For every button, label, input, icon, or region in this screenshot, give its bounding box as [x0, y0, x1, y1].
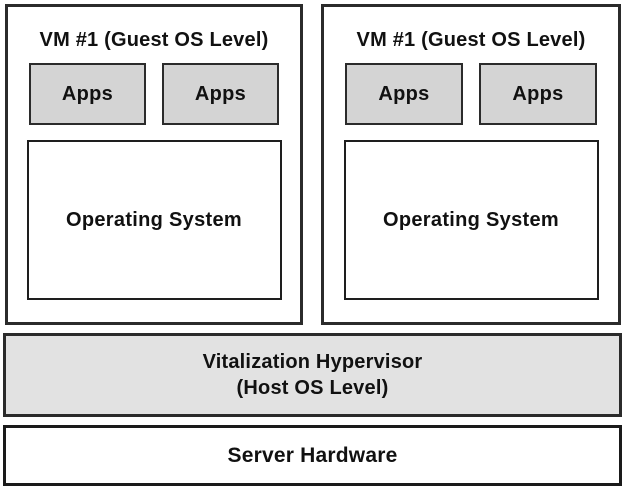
vm-2-apps-box-1: Apps	[345, 63, 463, 125]
vm-1-title: VM #1 (Guest OS Level)	[39, 29, 269, 51]
hypervisor-label-line2: (Host OS Level)	[236, 377, 389, 399]
vm-box-1: VM #1 (Guest OS Level) Apps Apps Operati…	[5, 4, 303, 325]
vm-1-apps-box-1: Apps	[29, 63, 146, 125]
server-hardware-box: Server Hardware	[3, 425, 622, 486]
vm-2-apps-row: Apps Apps	[324, 63, 618, 125]
vm-2-operating-system-box: Operating System	[343, 140, 599, 300]
hypervisor-box: Vitalization Hypervisor (Host OS Level)	[3, 333, 622, 417]
vm-1-operating-system-box: Operating System	[26, 140, 282, 300]
hypervisor-label-line1: Vitalization Hypervisor	[202, 351, 423, 373]
vm-1-apps-row: Apps Apps	[8, 63, 300, 125]
vm-2-title: VM #1 (Guest OS Level)	[356, 29, 586, 51]
vm-1-apps-box-2: Apps	[162, 63, 279, 125]
server-hardware-label: Server Hardware	[227, 443, 398, 467]
vm-2-apps-box-2: Apps	[479, 63, 597, 125]
vm-box-2: VM #1 (Guest OS Level) Apps Apps Operati…	[321, 4, 621, 325]
